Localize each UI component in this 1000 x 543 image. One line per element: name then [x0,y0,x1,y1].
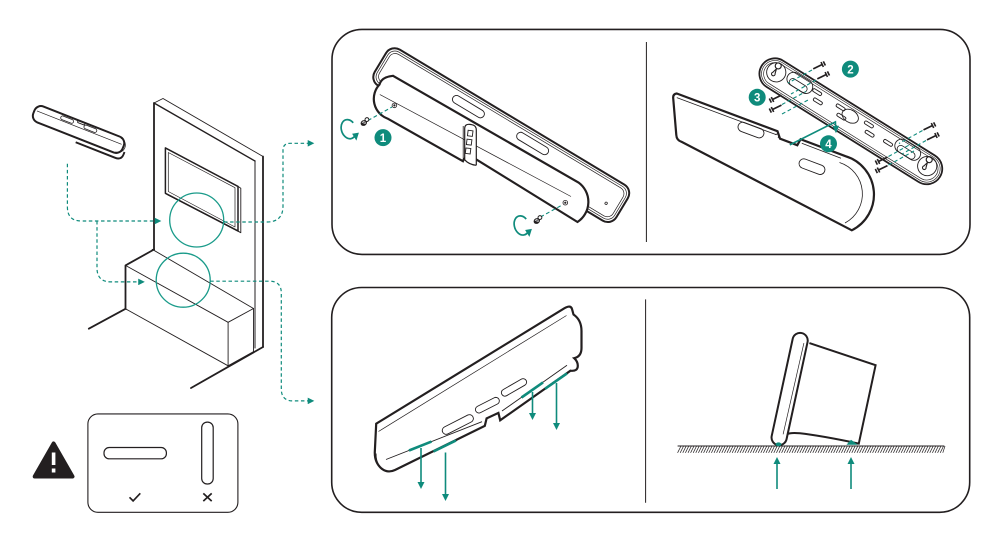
svg-text:4: 4 [825,139,832,151]
svg-text:2: 2 [847,64,853,76]
svg-text:3: 3 [754,93,760,105]
svg-text:1: 1 [380,133,387,145]
